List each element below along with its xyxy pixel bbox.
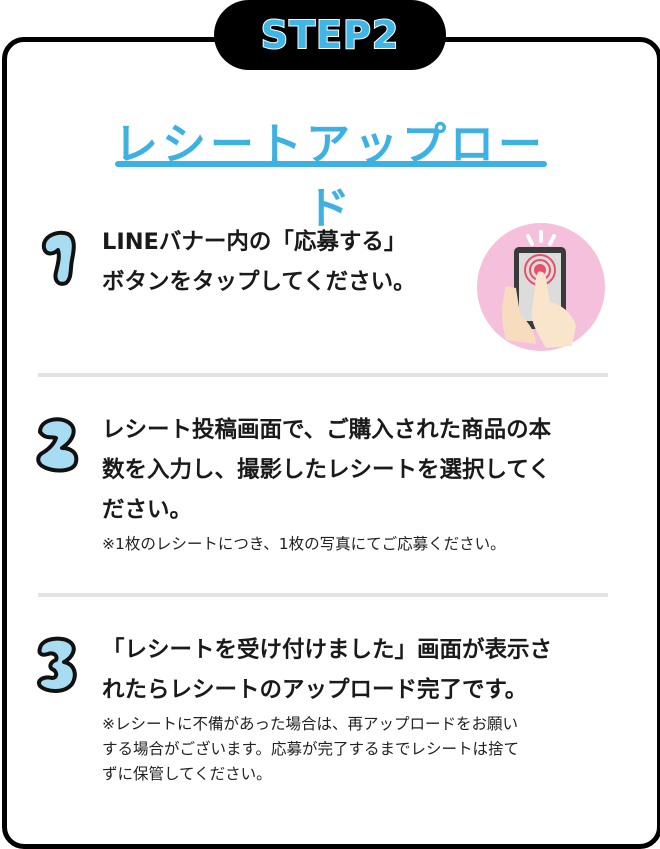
- title-underline: [115, 161, 547, 167]
- step-label: STEP2: [260, 12, 400, 58]
- step-2-line: 数を入力し、撮影したレシートを選択してく: [102, 457, 551, 483]
- number-3-icon: [37, 636, 77, 693]
- divider: [38, 373, 608, 377]
- step-3-note: ※レシートに不備があった場合は、再アップロードをお願い する場合がございます。応…: [102, 712, 519, 787]
- number-2-icon: [36, 417, 79, 473]
- step-2-text: レシート投稿画面で、ご購入された商品の本 数を入力し、撮影したレシートを選択して…: [102, 410, 551, 530]
- step-3-note-line: ※レシートに不備があった場合は、再アップロードをお願い: [102, 715, 518, 733]
- step-1-text: LINEバナー内の「応募する」 ボタンをタップしてください。: [102, 222, 416, 302]
- page-title: レシートアップロード: [114, 119, 546, 234]
- divider: [38, 593, 608, 597]
- step-2-line: ださい。: [102, 497, 193, 523]
- step-1-line: LINEバナー内の「応募する」: [102, 229, 407, 255]
- step-1-line: ボタンをタップしてください。: [102, 269, 416, 295]
- hand-tapping-phone-icon: [477, 223, 605, 351]
- step-badge: STEP2: [214, 0, 446, 70]
- step-3-note-line: する場合がございます。応募が完了するまでレシートは捨て: [102, 740, 519, 758]
- step-3-note-line: ずに保管してください。: [102, 765, 272, 783]
- step-2-note: ※1枚のレシートにつき、1枚の写真にてご応募ください。: [102, 532, 506, 557]
- step-3-line: れたらレシートのアップロード完了です。: [102, 677, 528, 703]
- step-3-text: 「レシートを受け付けました」画面が表示さ れたらレシートのアップロード完了です。: [102, 630, 552, 710]
- step-2-note-line: ※1枚のレシートにつき、1枚の写真にてご応募ください。: [102, 535, 506, 553]
- step-2-line: レシート投稿画面で、ご購入された商品の本: [102, 417, 552, 443]
- step-3-line: 「レシートを受け付けました」画面が表示さ: [102, 637, 553, 663]
- step-card: [2, 37, 660, 849]
- number-1-icon: [41, 230, 76, 286]
